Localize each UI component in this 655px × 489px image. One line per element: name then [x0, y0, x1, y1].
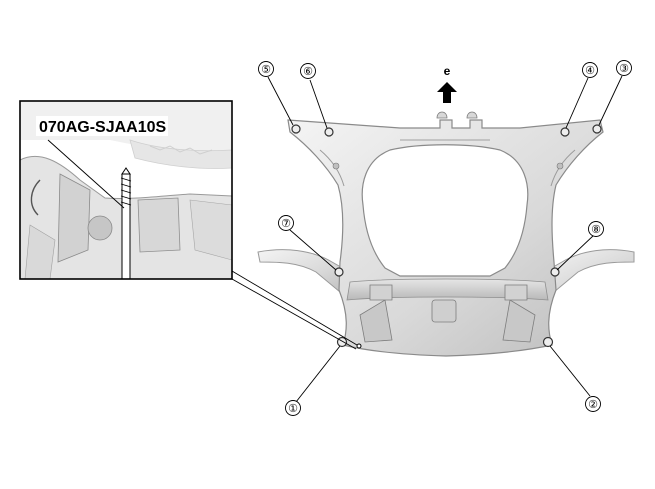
svg-text:③: ③: [619, 62, 629, 75]
svg-text:⑤: ⑤: [261, 63, 271, 76]
callouts: ① ② ③ ④ ⑤ ⑥ ⑦ ⑧: [258, 60, 632, 416]
callout-5: ⑤: [258, 61, 274, 77]
callout-3: ③: [616, 60, 632, 76]
tool-number-label: 070AG-SJAA10S: [39, 119, 167, 136]
bolt-7: [334, 267, 344, 277]
tool-leader-line: [47, 139, 125, 209]
bolt-4: [560, 127, 570, 137]
front-subframe: [287, 111, 604, 357]
bolt-3: [592, 124, 602, 134]
bolt-6: [324, 127, 334, 137]
callout-8: ⑧: [588, 221, 604, 237]
direction-indicator: e: [437, 64, 457, 103]
callout-1: ①: [285, 400, 301, 416]
inset-detail: 070AG-SJAA10S: [19, 100, 233, 280]
callout-2: ②: [585, 396, 601, 412]
svg-text:①: ①: [288, 402, 298, 415]
svg-text:④: ④: [585, 64, 595, 77]
svg-text:⑧: ⑧: [591, 223, 601, 236]
svg-text:⑥: ⑥: [303, 65, 313, 78]
callout-7: ⑦: [278, 215, 294, 231]
callout-4: ④: [582, 62, 598, 78]
direction-label: e: [444, 64, 451, 78]
bolt-reference-point: [356, 343, 362, 349]
bolt-5: [291, 124, 301, 134]
svg-text:②: ②: [588, 398, 598, 411]
bolt-2: [542, 336, 554, 348]
arrow-up-icon: [437, 82, 457, 103]
svg-text:⑦: ⑦: [281, 217, 291, 230]
leader-lines: [231, 75, 623, 403]
callout-6: ⑥: [300, 63, 316, 79]
alignment-pin: [120, 167, 132, 279]
mounting-bolts: [291, 124, 602, 348]
